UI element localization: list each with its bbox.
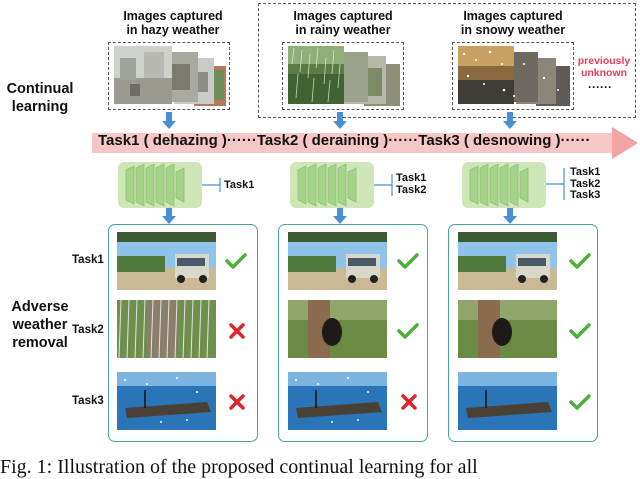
panel-2-task1-check-icon <box>396 252 420 270</box>
model-3 <box>462 162 546 208</box>
row-label-task2: Task2 <box>72 324 104 336</box>
panel-3-task2-check-icon <box>568 322 592 340</box>
panel-2-image-snowy <box>288 372 387 430</box>
hazy-image-stack <box>110 44 228 108</box>
model-1-layers-icon <box>118 162 202 208</box>
panel-1-task1-check-icon <box>224 252 248 270</box>
rainy-image-stack <box>284 44 402 108</box>
row-label-task3: Task3 <box>72 395 104 407</box>
model-1-tasks: Task1 <box>224 180 254 192</box>
row-label-task1: Task1 <box>72 254 104 266</box>
down-arrow-panel-1 <box>162 208 176 225</box>
model-3-output-connector <box>546 166 566 202</box>
down-arrow-panel-3 <box>503 208 517 225</box>
model-2 <box>290 162 374 208</box>
model-2-output-connector <box>374 172 394 198</box>
previously-unknown-label: previously unknown <box>572 55 636 79</box>
panel-1-image-rainy <box>117 300 216 358</box>
panel-3-image-bear <box>458 300 557 358</box>
task-timeline-text: Task1 ( dehazing )······Task2 ( derainin… <box>98 132 638 149</box>
model-3-layers-icon <box>462 162 546 208</box>
panel-3-image-bus <box>458 232 557 290</box>
figure-caption: Fig. 1: Illustration of the proposed con… <box>0 456 478 479</box>
model-2-layers-icon <box>290 162 374 208</box>
panel-3-task3-check-icon <box>568 393 592 411</box>
panel-2-image-bear <box>288 300 387 358</box>
continual-learning-label: Continual learning <box>0 80 80 116</box>
panel-2-image-bus <box>288 232 387 290</box>
model-2-tasks: Task1 Task2 <box>396 173 426 196</box>
model-1-output-connector <box>202 176 222 194</box>
panel-1-task3-cross-icon <box>228 393 246 411</box>
previously-unknown-dots: ······ <box>580 80 620 94</box>
header-hazy: Images captured in hazy weather <box>108 9 238 37</box>
panel-3-task1-check-icon <box>568 252 592 270</box>
adverse-weather-removal-label: Adverse weather removal <box>0 298 80 352</box>
panel-1-image-snowy <box>117 372 216 430</box>
panel-2-task2-check-icon <box>396 322 420 340</box>
model-1 <box>118 162 202 208</box>
model-3-tasks: Task1 Task2 Task3 <box>570 167 600 202</box>
panel-2-task3-cross-icon <box>400 393 418 411</box>
panel-1-task2-cross-icon <box>228 322 246 340</box>
snowy-image-stack <box>454 44 572 108</box>
down-arrow-panel-2 <box>333 208 347 225</box>
panel-3-image-lake <box>458 372 557 430</box>
panel-1-image-bus <box>117 232 216 290</box>
